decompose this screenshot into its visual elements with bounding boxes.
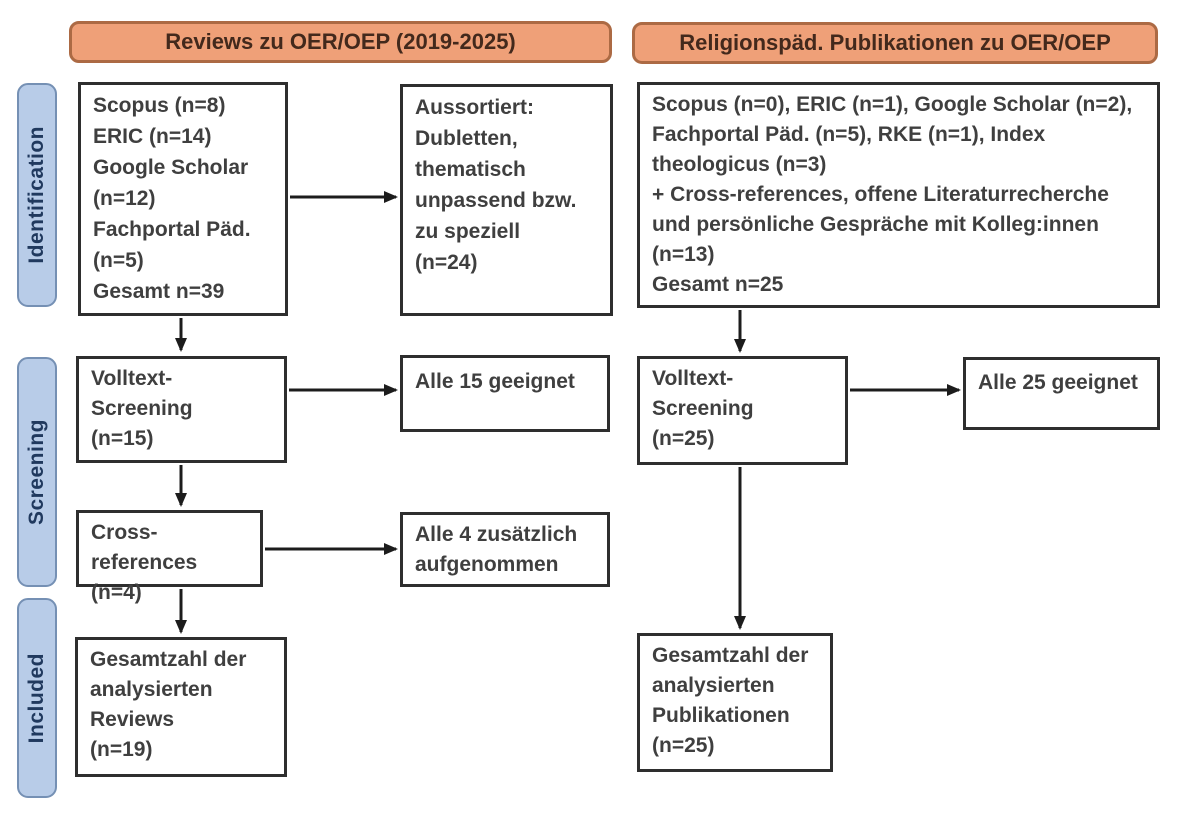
box-right-eligible: Alle 25 geeignet [963,357,1160,430]
box-right-fulltext-screening: Volltext- Screening (n=25) [637,356,848,465]
stage-label-identification-text: Identification [25,126,48,264]
box-left-eligible: Alle 15 geeignet [400,355,610,432]
box-left-crossreferences: Cross-references (n=4) [76,510,263,604]
box-left-fulltext-screening: Volltext- Screening (n=15) [76,356,287,463]
box-right-identification-sources: Scopus (n=0), ERIC (n=1), Google Scholar… [637,82,1160,308]
stage-label-included: Included [17,598,57,798]
stage-label-included-text: Included [25,652,48,744]
box-left-identification-sources: Scopus (n=8) ERIC (n=14) Google Scholar … [78,82,288,316]
stage-label-screening: Screening [17,357,57,587]
stage-label-identification: Identification [17,83,57,307]
box-left-added: Alle 4 zusätzlich aufgenommen [400,512,610,587]
banner-publications-column: Religionspäd. Publikationen zu OER/OEP [632,22,1158,64]
banner-reviews-column: Reviews zu OER/OEP (2019-2025) [69,21,612,63]
box-left-excluded: Aussortiert: Dubletten, thematisch unpas… [400,84,613,316]
box-right-included-total: Gesamtzahl der analysierten Publikatione… [637,633,833,772]
stage-label-screening-text: Screening [25,418,48,526]
box-left-included-total: Gesamtzahl der analysierten Reviews (n=1… [75,637,287,777]
